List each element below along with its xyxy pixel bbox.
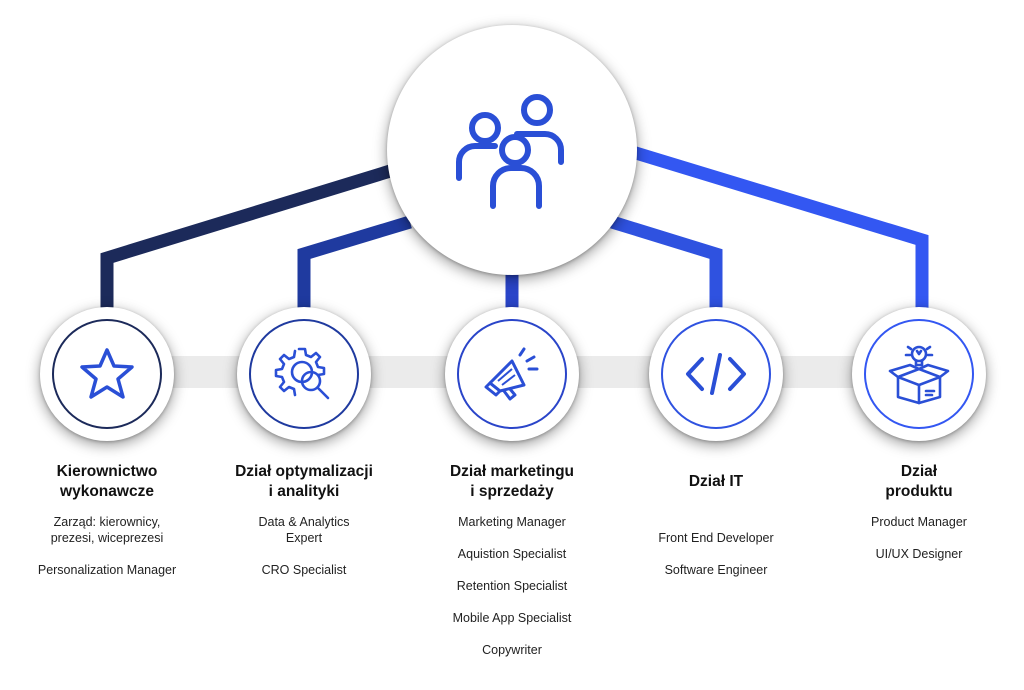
- role-item: UI/UX Designer: [875, 547, 963, 561]
- role-item: Front End Developer: [658, 531, 774, 545]
- team-hub-circle: [387, 25, 637, 275]
- dept-circle-product: [852, 307, 986, 441]
- role-item: Aquistion Specialist: [457, 547, 567, 561]
- dept-ring: [864, 319, 974, 429]
- dept-text-executive: Kierownictwo wykonawcze Zarząd: kierowni…: [7, 462, 207, 577]
- connector-it: [610, 215, 723, 320]
- dept-title: Dział marketingu i sprzedaży: [449, 463, 575, 500]
- code-icon: [686, 353, 746, 395]
- people-group-icon: [456, 94, 564, 209]
- dept-ring: [249, 319, 359, 429]
- dept-text-analytics: Dział optymalizacji i analityki Data & A…: [204, 462, 404, 577]
- role-item: Copywriter: [482, 643, 542, 657]
- role-item: Data & Analytics Expert: [258, 515, 350, 545]
- dept-ring: [661, 319, 771, 429]
- megaphone-icon: [484, 347, 539, 401]
- dept-circle-marketing: [445, 307, 579, 441]
- dept-circle-it: [649, 307, 783, 441]
- role-item: CRO Specialist: [261, 563, 347, 577]
- dept-title: Dział optymalizacji i analityki: [235, 463, 373, 500]
- dept-title: Kierownictwo wykonawcze: [56, 463, 158, 500]
- connector-analytics: [297, 215, 412, 320]
- role-item: Marketing Manager: [458, 515, 566, 529]
- dept-text-it: Dział IT Front End Developer Software En…: [616, 472, 816, 577]
- gear-magnifier-icon: [274, 347, 330, 400]
- star-icon: [80, 348, 134, 399]
- lightbulb-box-icon: [888, 345, 950, 405]
- dept-title: Dział produktu: [885, 463, 953, 500]
- dept-ring: [457, 319, 567, 429]
- dept-circle-analytics: [237, 307, 371, 441]
- dept-circle-executive: [40, 307, 174, 441]
- role-item: Retention Specialist: [456, 579, 568, 593]
- dept-text-marketing: Dział marketingu i sprzedaży Marketing M…: [412, 462, 612, 657]
- role-item: Software Engineer: [664, 563, 768, 577]
- dept-title: Dział IT: [688, 473, 744, 490]
- role-item: Personalization Manager: [37, 563, 177, 577]
- role-item: Zarząd: kierownicy, prezesi, wiceprezesi: [50, 515, 164, 545]
- role-item: Product Manager: [871, 515, 967, 529]
- role-item: Mobile App Specialist: [452, 611, 572, 625]
- dept-text-product: Dział produktu Product Manager UI/UX Des…: [819, 462, 1019, 561]
- connector-product: [624, 143, 929, 320]
- dept-ring: [52, 319, 162, 429]
- connector-executive: [100, 161, 402, 320]
